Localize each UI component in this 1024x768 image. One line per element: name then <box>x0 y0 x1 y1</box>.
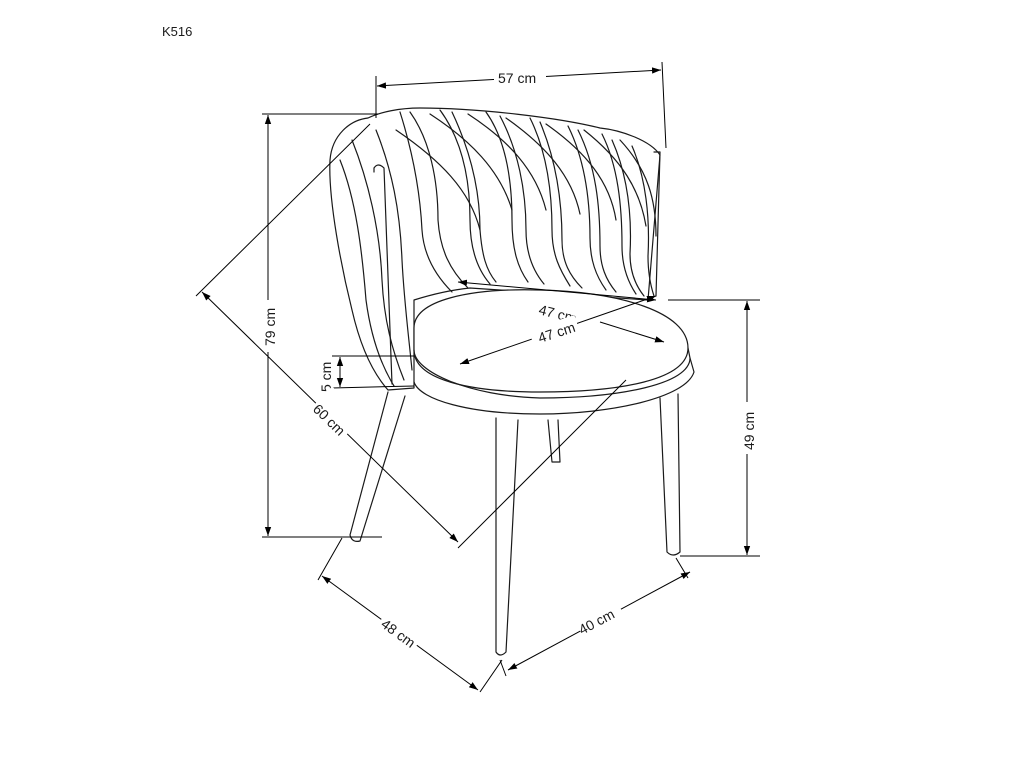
chair-illustration <box>329 107 695 656</box>
dim-height-label: 79 cm <box>262 308 278 346</box>
back-frame-tube <box>373 164 393 385</box>
back-frame-tube-right <box>653 151 661 297</box>
dim-width-label: 57 cm <box>498 70 536 86</box>
front-right-leg <box>659 393 681 556</box>
back-leg-right <box>547 419 561 463</box>
dim-seat-height-label: 49 cm <box>741 412 757 450</box>
front-middle-leg <box>495 417 519 656</box>
product-code: K516 <box>162 24 192 39</box>
